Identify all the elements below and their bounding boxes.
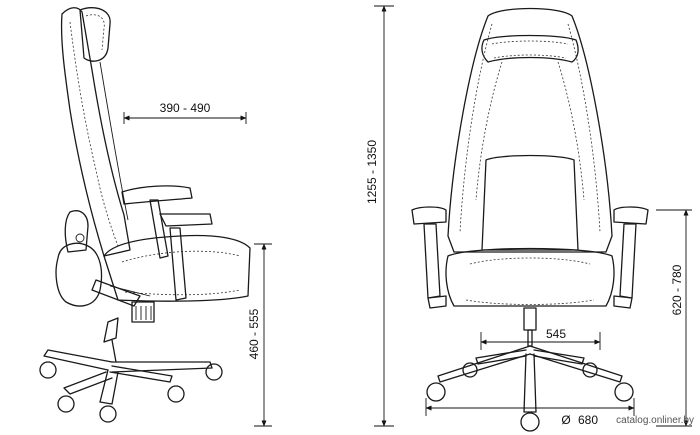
seat-height-label: 460 - 555 [247, 308, 261, 359]
overall-height-label: 1255 - 1350 [365, 140, 379, 204]
watermark: catalog.onliner.by [616, 415, 694, 426]
seat-depth-label: 390 - 490 [160, 101, 211, 115]
dim-seat-width: 545 [480, 327, 601, 350]
side-armrest [121, 185, 193, 205]
armrest-height-label: 620 - 780 [670, 264, 684, 315]
front-backrest [447, 7, 613, 253]
base-diameter-symbol: Ø [561, 413, 570, 427]
dim-seat-height: 460 - 555 [247, 243, 272, 427]
side-casters [39, 361, 223, 423]
side-seat [103, 234, 251, 302]
front-headrest [481, 34, 579, 63]
front-view-chair [411, 7, 649, 432]
base-diameter-label: 680 [578, 413, 598, 427]
dim-seat-depth: 390 - 490 [123, 101, 247, 124]
side-base [43, 349, 213, 405]
front-seat [445, 247, 615, 307]
side-backrest [60, 7, 131, 257]
dim-base-diameter: Ø 680 [425, 398, 635, 427]
dim-armrest-height: 620 - 780 [656, 209, 692, 427]
front-casters [426, 362, 634, 432]
side-headrest [79, 7, 111, 62]
front-base [437, 345, 623, 413]
side-view-chair [39, 7, 251, 423]
seat-width-label: 545 [546, 327, 566, 341]
dim-overall-height: 1255 - 1350 [365, 5, 394, 427]
front-armrests [411, 206, 649, 309]
